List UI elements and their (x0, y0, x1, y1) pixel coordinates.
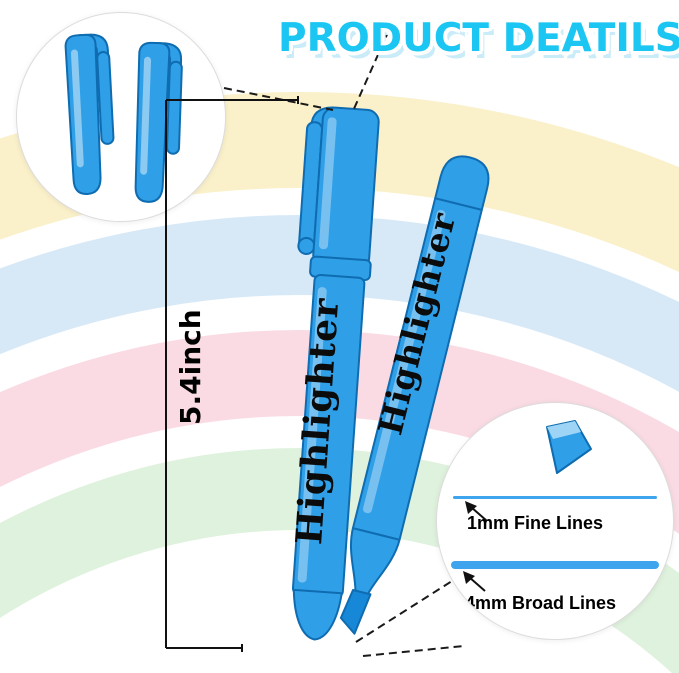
fine-line-label: 1mm Fine Lines (467, 513, 604, 533)
page-title: PRODUCT DEATILS (278, 16, 679, 61)
highlighter-cap-icon (134, 41, 183, 203)
fine-line-sample (453, 496, 657, 499)
arc-yellow (0, 92, 679, 273)
pen-tail (292, 588, 343, 641)
arrow-icon (463, 571, 486, 592)
pen-nose (349, 527, 401, 597)
cap-clip-loop (297, 236, 316, 255)
caps-detail-circle (16, 12, 226, 222)
arc-pink (0, 330, 679, 534)
caps-illustration (64, 33, 183, 203)
length-measurement-label: 5.4inch (174, 309, 207, 425)
tail-seam (434, 197, 483, 211)
corner-white-dot (0, 624, 56, 673)
arrow-icon (465, 501, 488, 522)
arc-blue (0, 215, 679, 393)
barrel-sheen (297, 287, 327, 583)
broad-line-label: 4mm Broad Lines (465, 593, 617, 613)
barrel-sheen (363, 210, 446, 514)
chisel-tip (339, 589, 372, 635)
highlighter-cap-icon (64, 33, 115, 195)
uncapped-highlighter-illustration: Highlighter (339, 155, 490, 635)
chisel-tip-icon (546, 420, 592, 474)
cap-sheen (318, 117, 337, 250)
pen-barrel (351, 155, 490, 541)
capped-highlighter-illustration: Highlighter (288, 106, 380, 641)
tip-detail-circle: 1mm Fine Lines 4mm Broad Lines (436, 402, 674, 640)
broad-line-sample (451, 561, 659, 569)
